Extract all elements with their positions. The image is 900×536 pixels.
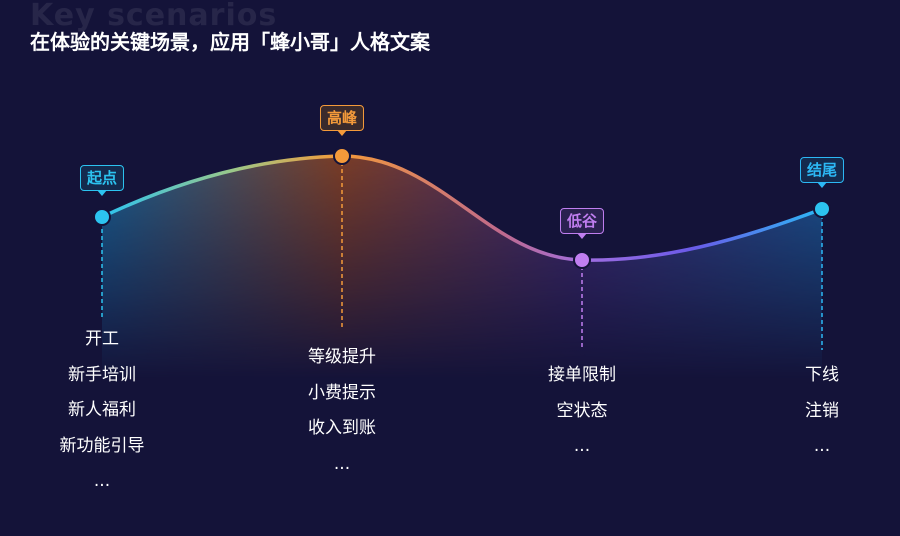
scenario-list-peak: 等级提升 小费提示 收入到账 ... <box>308 340 376 482</box>
scenario-item: ... <box>813 436 831 456</box>
scenario-item: 小费提示 <box>308 382 376 403</box>
scenario-item: 空状态 <box>556 400 608 421</box>
stage-label-valley: 低谷 <box>559 208 605 239</box>
scenario-list-end: 下线 注销 ... <box>805 358 839 465</box>
scenario-item: 新功能引导 <box>59 435 145 456</box>
scenario-list-valley: 接单限制 空状态 ... <box>548 358 616 465</box>
scenario-item: ... <box>93 471 111 491</box>
curve-line <box>100 154 824 262</box>
scenario-item: 注销 <box>805 400 839 421</box>
scenario-item: 下线 <box>805 365 839 385</box>
curve-area <box>102 156 822 380</box>
scenario-item: 收入到账 <box>308 418 376 438</box>
scenario-item: 新人福利 <box>68 400 136 420</box>
page-title: 在体验的关键场景，应用「蜂小哥」人格文案 <box>30 30 430 54</box>
scenario-item: 接单限制 <box>548 365 616 385</box>
point-peak <box>333 147 351 165</box>
stage-label-start: 起点 <box>79 165 125 196</box>
point-valley <box>573 251 591 269</box>
stage-label-peak: 高峰 <box>319 105 365 136</box>
scenario-item: 新手培训 <box>68 364 136 385</box>
scenario-list-start: 开工 新手培训 新人福利 新功能引导 ... <box>60 322 145 500</box>
stage-label-end: 结尾 <box>799 157 845 188</box>
scenario-item: 开工 <box>85 329 119 349</box>
point-end <box>813 200 831 218</box>
background-title: Key scenarios <box>30 0 278 33</box>
scenario-item: ... <box>333 453 351 474</box>
scenario-item: 等级提升 <box>308 347 376 367</box>
point-start <box>93 208 111 226</box>
scenario-item: ... <box>573 436 591 456</box>
